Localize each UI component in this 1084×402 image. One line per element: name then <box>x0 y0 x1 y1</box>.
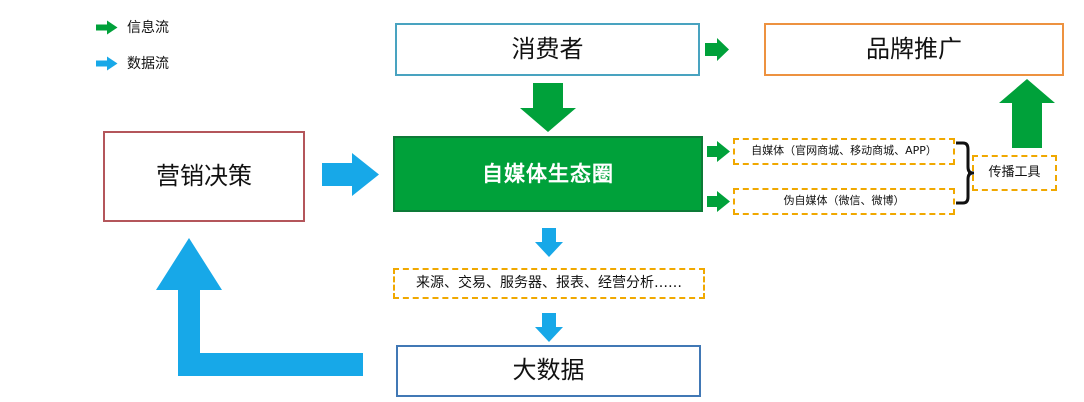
node-pseudo-self-media-channels-label: 伪自媒体（微信、微博） <box>783 194 905 208</box>
legend-label-information-flow: 信息流 <box>127 20 169 36</box>
metrics-to-bigdata-arrow <box>535 313 563 342</box>
brand-to-consumer-arrow <box>705 38 729 61</box>
node-brand-promotion[interactable]: 品牌推广 <box>764 23 1064 76</box>
node-data-metrics[interactable]: 来源、交易、服务器、报表、经营分析…… <box>393 268 705 299</box>
node-data-metrics-label: 来源、交易、服务器、报表、经营分析…… <box>416 275 682 292</box>
node-consumer-label: 消费者 <box>511 34 584 63</box>
legend-item-information-flow: 信息流 <box>96 17 169 37</box>
node-marketing-decision-label: 营销决策 <box>156 161 252 190</box>
consumer-to-ecosystem-arrow <box>520 83 576 132</box>
node-communication-tools[interactable]: 传播工具 <box>972 155 1057 191</box>
node-self-media-ecosystem-label: 自媒体生态圈 <box>482 161 614 186</box>
ecosystem-to-metrics-arrow <box>535 228 563 257</box>
node-big-data-label: 大数据 <box>512 356 585 385</box>
node-self-media-channels-label: 自媒体（官网商城、移动商城、APP） <box>751 144 937 158</box>
legend-label-data-flow: 数据流 <box>127 56 169 72</box>
node-big-data[interactable]: 大数据 <box>396 345 701 397</box>
legend-item-data-flow: 数据流 <box>96 53 169 73</box>
node-consumer[interactable]: 消费者 <box>395 23 700 76</box>
bigdata-to-marketing-arrow <box>156 238 363 376</box>
node-self-media-ecosystem[interactable]: 自媒体生态圈 <box>393 136 703 212</box>
ecosystem-to-pseudo-arrow <box>707 191 730 212</box>
ecosystem-to-selfmedia-arrow <box>707 141 730 162</box>
node-brand-promotion-label: 品牌推广 <box>866 34 962 63</box>
green-right-arrow-icon <box>96 20 118 34</box>
node-pseudo-self-media-channels[interactable]: 伪自媒体（微信、微博） <box>733 188 955 215</box>
tools-to-brand-arrow <box>999 79 1055 148</box>
marketing-to-ecosystem-arrow <box>322 153 379 196</box>
node-marketing-decision[interactable]: 营销决策 <box>103 131 305 222</box>
node-communication-tools-label: 传播工具 <box>988 164 1041 180</box>
blue-right-arrow-icon <box>96 56 118 70</box>
node-self-media-channels[interactable]: 自媒体（官网商城、移动商城、APP） <box>733 138 955 165</box>
